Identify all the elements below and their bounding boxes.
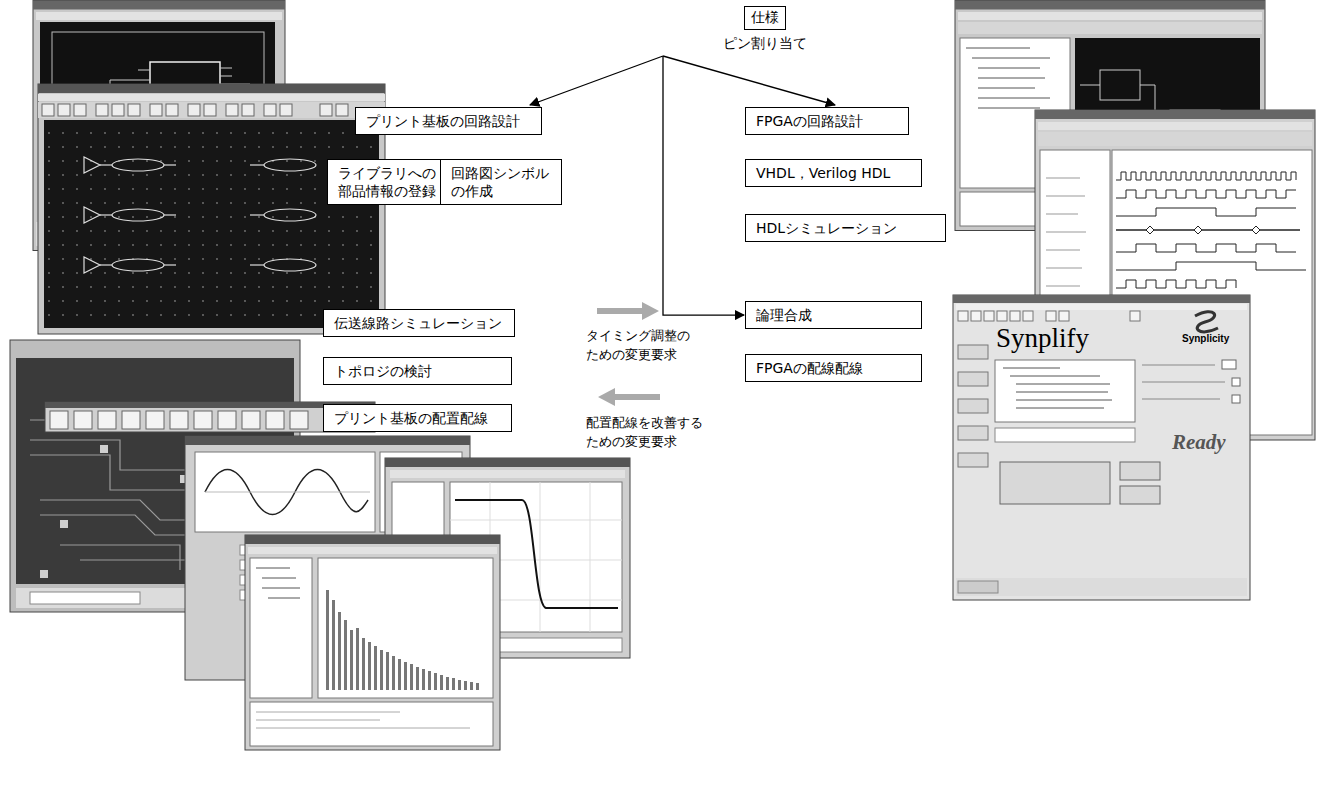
- spectrum-window: [245, 535, 500, 750]
- process-box: FPGAの配線配線: [745, 354, 922, 382]
- box-label: VHDL，Verilog HDL: [756, 164, 911, 182]
- box-label: 回路図シンボル の作成: [451, 164, 549, 200]
- flow-arrow: [663, 56, 835, 105]
- process-box: HDLシミュレーション: [745, 214, 946, 242]
- process-box: トポロジの検討: [323, 357, 512, 385]
- change-request-note: タイミング調整の ための変更要求: [586, 327, 690, 365]
- box-label: プリント基板の回路設計: [366, 112, 531, 130]
- box-label: ライブラリへの 部品情報の登録: [338, 164, 436, 200]
- process-box: プリント基板の回路設計: [355, 107, 542, 135]
- process-box: FPGAの回路設計: [745, 107, 909, 135]
- process-box: 論理合成: [745, 301, 922, 329]
- synthesis-tool-window: [953, 295, 1250, 600]
- box-label: トポロジの検討: [334, 362, 501, 380]
- process-box: プリント基板の配置配線: [323, 404, 512, 432]
- product-logo: Synplify: [996, 322, 1089, 354]
- box-label: 論理合成: [756, 306, 911, 324]
- box-label: プリント基板の配置配線: [334, 409, 501, 427]
- flow-arrow: [663, 56, 744, 315]
- box-label: FPGAの回路設計: [756, 112, 898, 130]
- spec-subtitle: ピン割り当て: [721, 35, 809, 53]
- line-simulator-window: [38, 84, 385, 334]
- box-label: 伝送線路シミュレーション: [334, 314, 504, 332]
- process-box: VHDL，Verilog HDL: [745, 159, 922, 187]
- spec-heading: 仕様ピン割り当て: [721, 6, 809, 53]
- process-box: ライブラリへの 部品情報の登録: [327, 159, 449, 205]
- spec-title: 仕様: [744, 6, 786, 30]
- box-label: FPGAの配線配線: [756, 359, 911, 377]
- company-logo: Synplicity: [1182, 333, 1229, 345]
- process-box: 回路図シンボル の作成: [440, 159, 562, 205]
- process-box: 伝送線路シミュレーション: [323, 309, 515, 337]
- flow-arrow: [530, 56, 663, 105]
- box-label: HDLシミュレーション: [756, 219, 935, 237]
- status-text: Ready: [1172, 430, 1226, 455]
- change-request-note: 配置配線を改善する ための変更要求: [586, 414, 703, 452]
